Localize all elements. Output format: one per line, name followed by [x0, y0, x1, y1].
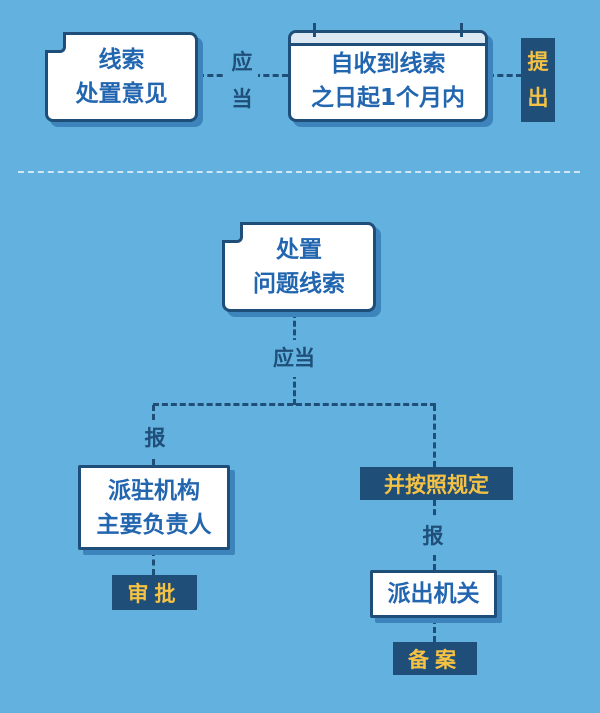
folded-corner-icon: [222, 222, 243, 243]
deadline-calendar-box: 自收到线索 之日起1个月内: [288, 23, 488, 122]
agency-head-box: 派驻机构主要负责人: [78, 465, 230, 550]
clue-opinion-box: 线索 处置意见: [45, 32, 198, 122]
action-propose: 提出: [521, 38, 555, 122]
calendar-header: [291, 33, 485, 46]
connector-label: 应当: [226, 44, 258, 118]
report-label: 报: [140, 420, 170, 457]
report-label: 报: [418, 518, 448, 555]
rule-label: 并按照规定: [360, 467, 513, 500]
box-text: 自收到线索: [330, 51, 446, 77]
calendar-ring-icon: [460, 23, 463, 37]
connector-line: [488, 74, 522, 77]
calendar-ring-icon: [313, 23, 316, 37]
box-text: 处置意见: [75, 81, 168, 107]
action-approve: 审批: [112, 575, 197, 610]
dispatching-agency-box: 派出机关: [370, 570, 497, 618]
box-text: 线索: [98, 47, 145, 73]
connector-line: [152, 550, 155, 575]
box-text: 之日起1个月内: [310, 85, 465, 111]
action-file: 备案: [393, 642, 477, 675]
connector-line: [433, 618, 436, 642]
handle-clue-box: 处置问题线索: [222, 222, 376, 312]
connector-line: [153, 403, 436, 406]
folded-corner-icon: [45, 32, 66, 53]
section-divider: [18, 171, 580, 173]
connector-line: [433, 405, 436, 467]
connector-label: 应当: [262, 340, 326, 377]
